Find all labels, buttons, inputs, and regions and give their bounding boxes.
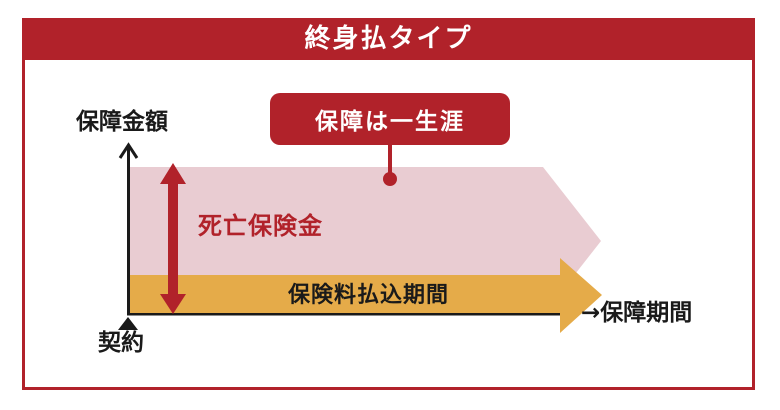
premium-period-label: 保険料払込期間	[288, 283, 450, 308]
callout-label: 保障は一生涯	[315, 109, 465, 135]
y-axis-label: 保障金額	[76, 109, 168, 135]
x-axis-label: →保障期間	[581, 300, 693, 326]
callout-badge: 保障は一生涯	[270, 93, 510, 145]
contract-label: 契約	[98, 330, 144, 356]
death-benefit-label: 死亡保険金	[198, 212, 323, 240]
page-title: 終身払タイプ	[304, 24, 473, 54]
title-bar: 終身払タイプ	[22, 18, 755, 60]
